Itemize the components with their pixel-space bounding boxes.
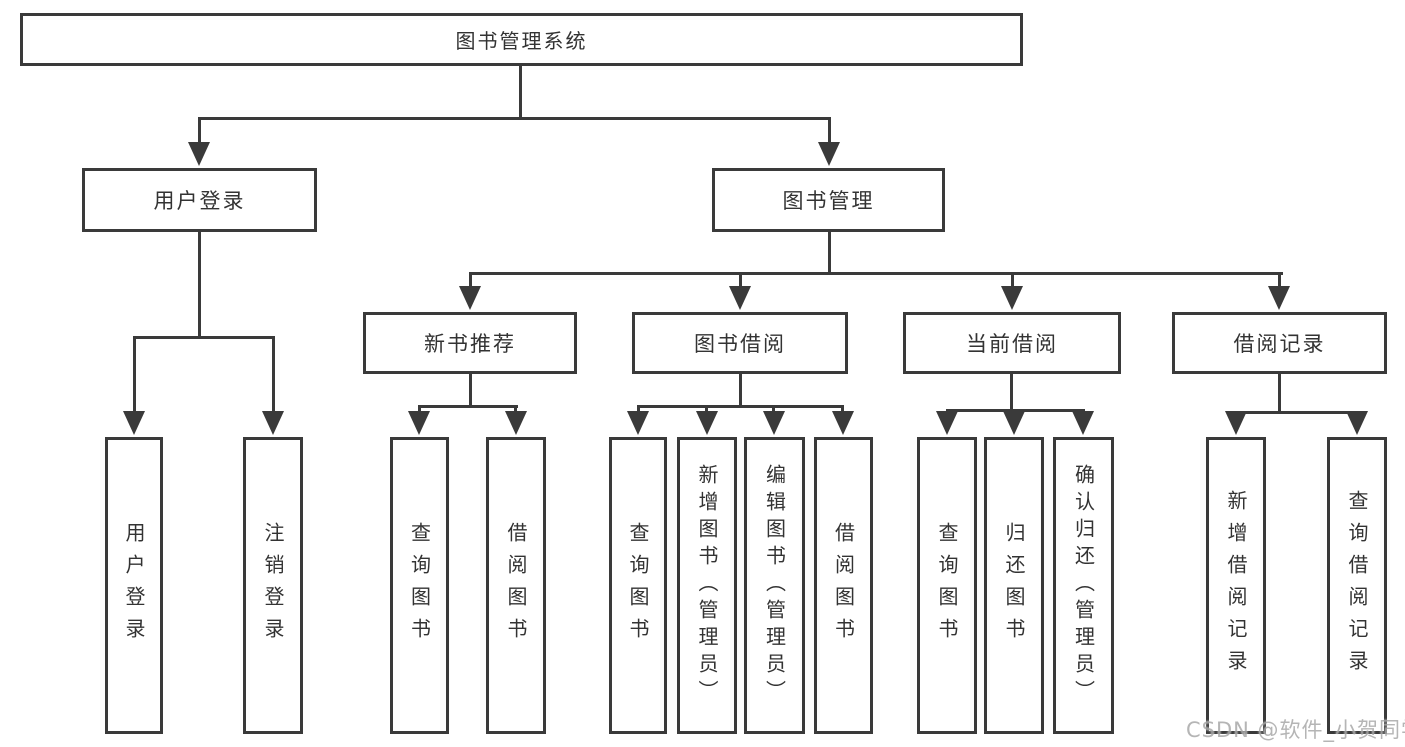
- leaf-query-borrow-record: 查询借阅记录: [1327, 437, 1387, 734]
- node-label: 图书借阅: [694, 332, 786, 356]
- arrowhead-down-icon: [408, 411, 430, 435]
- connector-line: [133, 336, 275, 339]
- node-label: 新书推荐: [424, 332, 516, 356]
- leaf-borrow-books: 借阅图书: [814, 437, 873, 734]
- arrowhead-down-icon: [1346, 411, 1368, 435]
- connector-line: [469, 272, 1283, 275]
- connector-line: [198, 232, 201, 339]
- connector-line: [1235, 411, 1359, 414]
- arrowhead-down-icon: [1072, 411, 1094, 435]
- leaf-return-books: 归还图书: [984, 437, 1044, 734]
- node-new-book-recommend: 新书推荐: [363, 312, 577, 374]
- connector-line: [1011, 272, 1014, 288]
- connector-line: [418, 405, 421, 414]
- connector-line: [418, 405, 518, 408]
- leaf-label: 查询借阅记录: [1345, 489, 1369, 682]
- leaf-query-books-recommend: 查询图书: [390, 437, 449, 734]
- leaf-logout-login: 注销登录: [243, 437, 303, 734]
- connector-line: [469, 374, 472, 407]
- arrowhead-down-icon: [729, 286, 751, 310]
- arrowhead-down-icon: [262, 411, 284, 435]
- arrowhead-down-icon: [1268, 286, 1290, 310]
- leaf-user-login: 用户登录: [105, 437, 163, 734]
- leaf-label: 确认归还（管理员）: [1071, 464, 1096, 707]
- arrowhead-down-icon: [1001, 286, 1023, 310]
- arrowhead-down-icon: [188, 142, 210, 166]
- node-user-login: 用户登录: [82, 168, 317, 232]
- connector-line: [133, 336, 136, 414]
- connector-line: [198, 117, 201, 145]
- connector-line: [272, 336, 275, 414]
- leaf-edit-books-admin: 编辑图书（管理员）: [744, 437, 805, 734]
- node-book-borrow: 图书借阅: [632, 312, 848, 374]
- node-label: 图书管理系统: [455, 29, 588, 53]
- leaf-label: 注销登录: [261, 521, 285, 650]
- node-label: 当前借阅: [966, 332, 1058, 356]
- connector-line: [841, 405, 844, 414]
- leaf-label: 查询图书: [626, 521, 650, 650]
- leaf-query-books-current: 查询图书: [917, 437, 977, 734]
- leaf-label: 借阅图书: [504, 521, 528, 650]
- connector-line: [519, 66, 522, 119]
- arrowhead-down-icon: [1003, 411, 1025, 435]
- connector-line: [1278, 272, 1281, 288]
- arrowhead-down-icon: [1225, 411, 1247, 435]
- leaf-query-books-borrow: 查询图书: [609, 437, 667, 734]
- connector-line: [739, 374, 742, 407]
- arrowhead-down-icon: [123, 411, 145, 435]
- arrowhead-down-icon: [832, 411, 854, 435]
- arrowhead-down-icon: [627, 411, 649, 435]
- connector-line: [828, 232, 831, 275]
- connector-line: [705, 405, 708, 414]
- node-label: 用户登录: [153, 189, 246, 213]
- connector-line: [739, 272, 742, 288]
- connector-line: [637, 405, 640, 414]
- connector-line: [469, 272, 472, 288]
- node-label: 借阅记录: [1233, 332, 1326, 356]
- leaf-label: 查询图书: [407, 521, 432, 650]
- leaf-confirm-return-admin: 确认归还（管理员）: [1053, 437, 1114, 734]
- leaf-label: 新增图书（管理员）: [695, 464, 719, 707]
- leaf-add-borrow-record: 新增借阅记录: [1206, 437, 1266, 734]
- arrowhead-down-icon: [763, 411, 785, 435]
- leaf-add-books-admin: 新增图书（管理员）: [677, 437, 737, 734]
- leaf-label: 查询图书: [935, 521, 959, 650]
- connector-line: [828, 117, 831, 145]
- leaf-label: 用户登录: [122, 521, 146, 650]
- arrowhead-down-icon: [696, 411, 718, 435]
- node-current-borrow: 当前借阅: [903, 312, 1121, 374]
- node-library-management-system: 图书管理系统: [20, 13, 1023, 66]
- csdn-watermark: CSDN @软件_小贺同学: [1186, 718, 1405, 742]
- node-book-management: 图书管理: [712, 168, 945, 232]
- arrowhead-down-icon: [818, 142, 840, 166]
- leaf-label: 新增借阅记录: [1224, 489, 1248, 682]
- connector-line: [637, 405, 844, 408]
- connector-line: [514, 405, 517, 414]
- leaf-label: 编辑图书（管理员）: [762, 464, 787, 707]
- leaf-label: 归还图书: [1002, 521, 1026, 650]
- connector-line: [772, 405, 775, 414]
- connector-line: [1278, 374, 1281, 413]
- connector-line: [946, 409, 1084, 412]
- node-label: 图书管理: [782, 189, 875, 213]
- arrowhead-down-icon: [505, 411, 527, 435]
- arrowhead-down-icon: [936, 411, 958, 435]
- arrowhead-down-icon: [459, 286, 481, 310]
- leaf-borrow-books-recommend: 借阅图书: [486, 437, 546, 734]
- connector-line: [198, 117, 831, 120]
- connector-line: [1010, 374, 1013, 411]
- leaf-label: 借阅图书: [831, 521, 856, 650]
- node-borrow-records: 借阅记录: [1172, 312, 1387, 374]
